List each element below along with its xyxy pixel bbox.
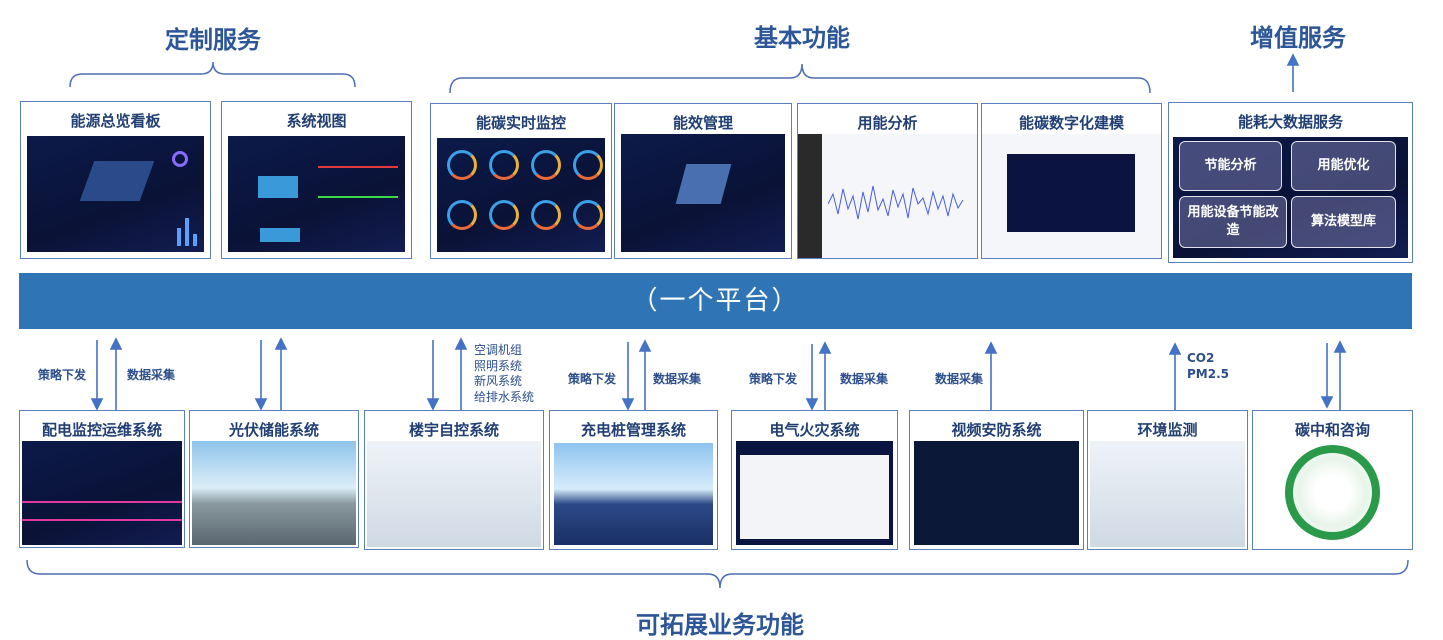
gauge-screenshot xyxy=(437,138,605,252)
subsystem-item: 空调机组 xyxy=(474,343,523,357)
card-efficiency-management[interactable]: 能效管理 xyxy=(614,103,792,259)
label-strategy: 策略下发 xyxy=(38,368,87,382)
card-power-distribution[interactable]: 配电监控运维系统 xyxy=(19,410,185,548)
building-subsystem-list: 空调机组 照明系统 新风系统 给排水系统 xyxy=(474,343,534,405)
value-box-energy-optimization: 用能优化 xyxy=(1291,141,1396,191)
card-carbon-neutral-consulting[interactable]: 碳中和咨询 xyxy=(1252,410,1413,550)
card-title: 视频安防系统 xyxy=(951,421,1042,439)
card-title: 电气火灾系统 xyxy=(769,421,860,439)
value-box-energy-saving-analysis: 节能分析 xyxy=(1179,141,1282,191)
carbon-wheel-screenshot xyxy=(1255,441,1410,547)
card-title: 楼宇自控系统 xyxy=(408,421,499,439)
label-strategy: 策略下发 xyxy=(568,372,617,386)
card-energy-analysis[interactable]: 用能分析 xyxy=(797,103,978,259)
card-building-automation[interactable]: 楼宇自控系统 xyxy=(364,410,544,550)
metric-pm25: PM2.5 xyxy=(1187,367,1229,381)
brace-custom xyxy=(69,61,356,88)
environment-screenshot xyxy=(1090,441,1245,547)
card-title: 配电监控运维系统 xyxy=(41,421,162,439)
card-video-security[interactable]: 视频安防系统 xyxy=(909,410,1084,550)
building-screenshot xyxy=(367,441,541,547)
label-data-collection: 数据采集 xyxy=(935,372,984,386)
value-box-equipment-retrofit: 用能设备节能改造 xyxy=(1179,196,1287,248)
system-view-screenshot xyxy=(228,136,405,252)
subsystem-item: 照明系统 xyxy=(474,358,523,373)
platform-bar: （一个平台） xyxy=(19,273,1412,329)
label-strategy: 策略下发 xyxy=(749,372,798,386)
card-title: 碳中和咨询 xyxy=(1294,421,1370,439)
env-metric-list: CO2 PM2.5 xyxy=(1187,350,1229,382)
label-data-collection: 数据采集 xyxy=(127,368,176,382)
card-title: 环境监测 xyxy=(1137,421,1198,439)
metric-co2: CO2 xyxy=(1187,351,1215,365)
modeling-screenshot xyxy=(982,134,1161,258)
card-title: 充电桩管理系统 xyxy=(580,421,686,439)
pv-screenshot xyxy=(192,441,356,545)
card-title: 能耗大数据服务 xyxy=(1237,113,1343,131)
card-title: 能碳实时监控 xyxy=(475,114,566,132)
header-custom-services: 定制服务 xyxy=(165,26,261,54)
label-data-collection: 数据采集 xyxy=(653,372,702,386)
card-charging-pile[interactable]: 充电桩管理系统 xyxy=(549,410,718,550)
card-big-data-services[interactable]: 能耗大数据服务 节能分析 用能优化 用能设备节能改造 算法模型库 xyxy=(1168,102,1413,263)
subsystem-item: 给排水系统 xyxy=(474,389,535,404)
card-title: 系统视图 xyxy=(286,112,347,130)
efficiency-screenshot xyxy=(621,134,785,252)
card-title: 能源总览看板 xyxy=(70,112,161,130)
charging-screenshot xyxy=(554,443,713,545)
security-screenshot xyxy=(914,441,1079,545)
dashboard-screenshot xyxy=(27,136,204,252)
card-title: 能效管理 xyxy=(672,114,733,132)
fire-screenshot xyxy=(736,441,893,545)
card-title: 用能分析 xyxy=(857,114,918,132)
brace-basic xyxy=(449,63,1151,94)
card-energy-dashboard[interactable]: 能源总览看板 xyxy=(20,101,211,259)
arrow-down xyxy=(90,340,1334,411)
label-data-collection: 数据采集 xyxy=(840,372,889,386)
card-title: 能碳数字化建模 xyxy=(1018,114,1124,132)
analysis-screenshot xyxy=(798,134,977,258)
subsystem-item: 新风系统 xyxy=(474,374,523,388)
card-environment-monitoring[interactable]: 环境监测 xyxy=(1087,410,1248,550)
line-chart-thumbnail xyxy=(828,185,964,220)
card-pv-storage[interactable]: 光伏储能系统 xyxy=(189,410,359,548)
big-data-screenshot: 节能分析 用能优化 用能设备节能改造 算法模型库 xyxy=(1173,137,1408,258)
arrow-up xyxy=(109,53,1347,412)
brace-extensible xyxy=(26,559,1409,589)
power-screenshot xyxy=(22,441,182,545)
value-box-algorithm-library: 算法模型库 xyxy=(1291,196,1396,248)
header-value-added-services: 增值服务 xyxy=(1250,24,1346,52)
header-extensible-functions: 可拓展业务功能 xyxy=(636,611,804,639)
card-electrical-fire[interactable]: 电气火灾系统 xyxy=(731,410,898,550)
header-basic-functions: 基本功能 xyxy=(754,24,850,52)
card-title: 光伏储能系统 xyxy=(228,421,319,439)
card-digital-modeling[interactable]: 能碳数字化建模 xyxy=(981,103,1162,259)
card-system-view[interactable]: 系统视图 xyxy=(221,101,412,259)
card-realtime-monitoring[interactable]: 能碳实时监控 xyxy=(430,103,612,259)
